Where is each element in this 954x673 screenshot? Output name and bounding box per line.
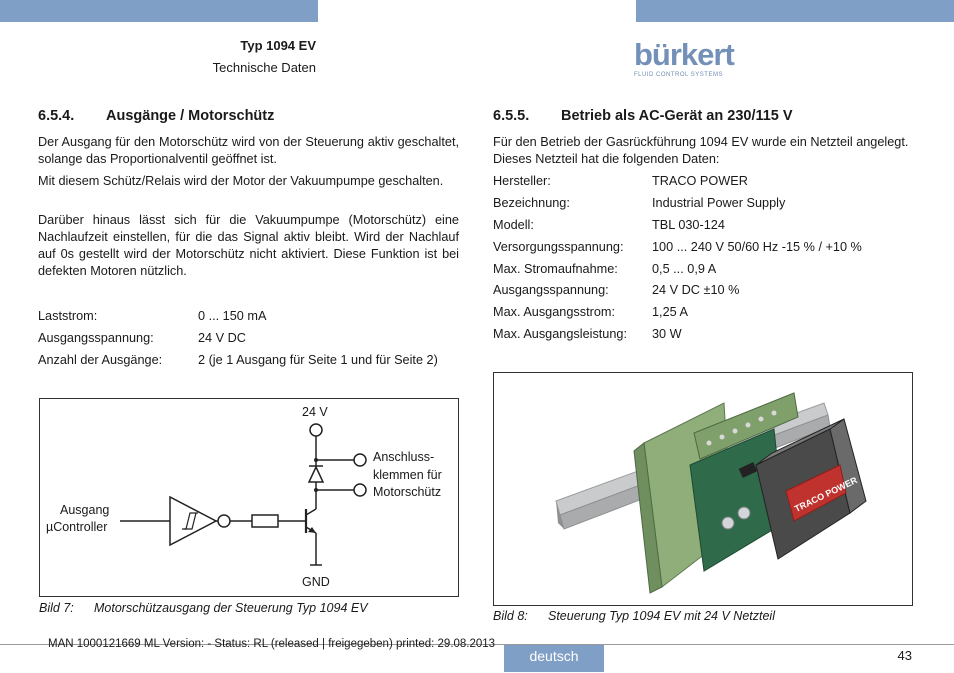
output-node	[217, 514, 231, 528]
spec-value: 0 ... 150 mA	[198, 309, 267, 323]
top-bar-right	[636, 0, 954, 22]
doc-subtitle: Technische Daten	[212, 60, 316, 75]
logo-subtext: FLUID CONTROL SYSTEMS	[634, 72, 723, 78]
supply-label: 24 V	[302, 405, 328, 419]
terminal-label-3: Motorschütz	[373, 485, 441, 499]
spec-label: Ausgangsspannung:	[493, 283, 609, 297]
top-bar-left	[0, 0, 318, 22]
spec-label: Max. Ausgangsstrom:	[493, 305, 615, 319]
section-title: Ausgänge / Motorschütz	[106, 108, 275, 124]
spec-label: Ausgangsspannung:	[38, 331, 154, 345]
spec-label: Hersteller:	[493, 174, 551, 188]
section-number: 6.5.4.	[38, 108, 75, 124]
burkert-logo: bürkert FLUID CONTROL SYSTEMS	[634, 37, 735, 80]
product-photo-frame: TRACO POWER	[493, 372, 913, 606]
section-number: 6.5.5.	[493, 108, 530, 124]
section-heading-655: 6.5.5. Betrieb als AC-Gerät an 230/115 V	[493, 108, 793, 124]
spec-value: 30 W	[652, 327, 682, 341]
spec-value: 0,5 ... 0,9 A	[652, 262, 717, 276]
section-title: Betrieb als AC-Gerät an 230/115 V	[561, 108, 793, 124]
buffer-icon	[169, 495, 218, 547]
terminal-2	[353, 483, 367, 497]
caption-label: Bild 8:	[493, 609, 528, 623]
paragraph: Der Ausgang für den Motorschütz wird von…	[38, 135, 459, 166]
spec-label: Anzahl der Ausgänge:	[38, 353, 163, 367]
terminal-label-1: Anschluss-	[373, 450, 434, 464]
footer-meta: MAN 1000121669 ML Version: - Status: RL …	[48, 638, 496, 650]
circuit-diagram: 24 V GND	[46, 405, 442, 589]
spec-value: 24 V DC ±10 %	[652, 283, 740, 297]
input-label-2: µController	[46, 520, 107, 534]
footer-divider	[0, 644, 954, 645]
figure-caption-7: Bild 7: Motorschützausgang der Steuerung …	[39, 601, 368, 615]
spec-value: 1,25 A	[652, 305, 688, 319]
spec-value: TBL 030-124	[652, 218, 725, 232]
figure-caption-8: Bild 8: Steuerung Typ 1094 EV mit 24 V Ne…	[493, 609, 775, 623]
spec-value: 2 (je 1 Ausgang für Seite 1 und für Seit…	[198, 353, 438, 367]
doc-title: Typ 1094 EV	[240, 38, 316, 53]
supply-terminal	[309, 423, 323, 437]
section-heading-654: 6.5.4. Ausgänge / Motorschütz	[38, 108, 274, 124]
caption-label: Bild 7:	[39, 601, 74, 615]
spec-label: Versorgungsspannung:	[493, 240, 624, 254]
language-tab: deutsch	[504, 645, 604, 672]
ground-label: GND	[302, 575, 330, 589]
caption-text: Steuerung Typ 1094 EV mit 24 V Netzteil	[548, 609, 775, 623]
paragraph: Darüber hinaus lässt sich für die Vakuum…	[38, 213, 459, 278]
paragraph: Für den Betrieb der Gasrückführung 1094 …	[493, 135, 909, 166]
spec-label: Bezeichnung:	[493, 196, 570, 210]
input-label-1: Ausgang	[60, 503, 109, 517]
terminal-1	[353, 453, 367, 467]
product-photo: TRACO POWER	[555, 392, 867, 594]
logo-text: bürkert	[634, 37, 735, 72]
spec-value: 24 V DC	[198, 331, 246, 345]
resistor-icon	[251, 514, 279, 528]
spec-label: Max. Stromaufnahme:	[493, 262, 618, 276]
spec-label: Laststrom:	[38, 309, 98, 323]
page-number: 43	[897, 648, 912, 663]
caption-text: Motorschützausgang der Steuerung Typ 109…	[94, 601, 368, 615]
spec-label: Max. Ausgangsleistung:	[493, 327, 628, 341]
circuit-diagram-frame: 24 V GND	[39, 398, 459, 597]
spec-label: Modell:	[493, 218, 534, 232]
terminal-label-2: klemmen für	[373, 468, 442, 482]
paragraph: Mit diesem Schütz/Relais wird der Motor …	[38, 174, 444, 188]
spec-value: TRACO POWER	[652, 174, 748, 188]
spec-value: 100 ... 240 V 50/60 Hz -15 % / +10 %	[652, 240, 862, 254]
spec-value: Industrial Power Supply	[652, 196, 786, 210]
